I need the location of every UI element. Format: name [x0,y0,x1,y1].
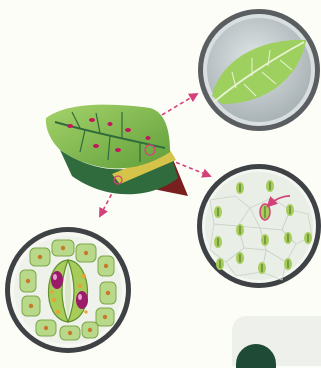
leaf-cell-spot [108,122,113,126]
guard-cell-nucleus-right [76,291,88,309]
diagram-canvas [0,0,321,355]
leaf-cell-spot [146,136,151,140]
stomata-epidermis-view [197,164,321,288]
leaf-surface-view [198,9,320,131]
nucleus-highlight [53,274,57,280]
whole-leaf-illustration [46,105,188,196]
leaf-cell-spot [125,128,131,132]
leaf-cell-spot [115,148,121,152]
leaf-cell-spot [67,124,73,128]
nucleus-highlight [78,294,82,300]
guard-cell-nucleus-left [51,271,63,289]
leaf-cell-spot [89,118,95,122]
guard-cell-closeup-view [5,227,131,353]
leaf-cell-spot [93,144,99,148]
